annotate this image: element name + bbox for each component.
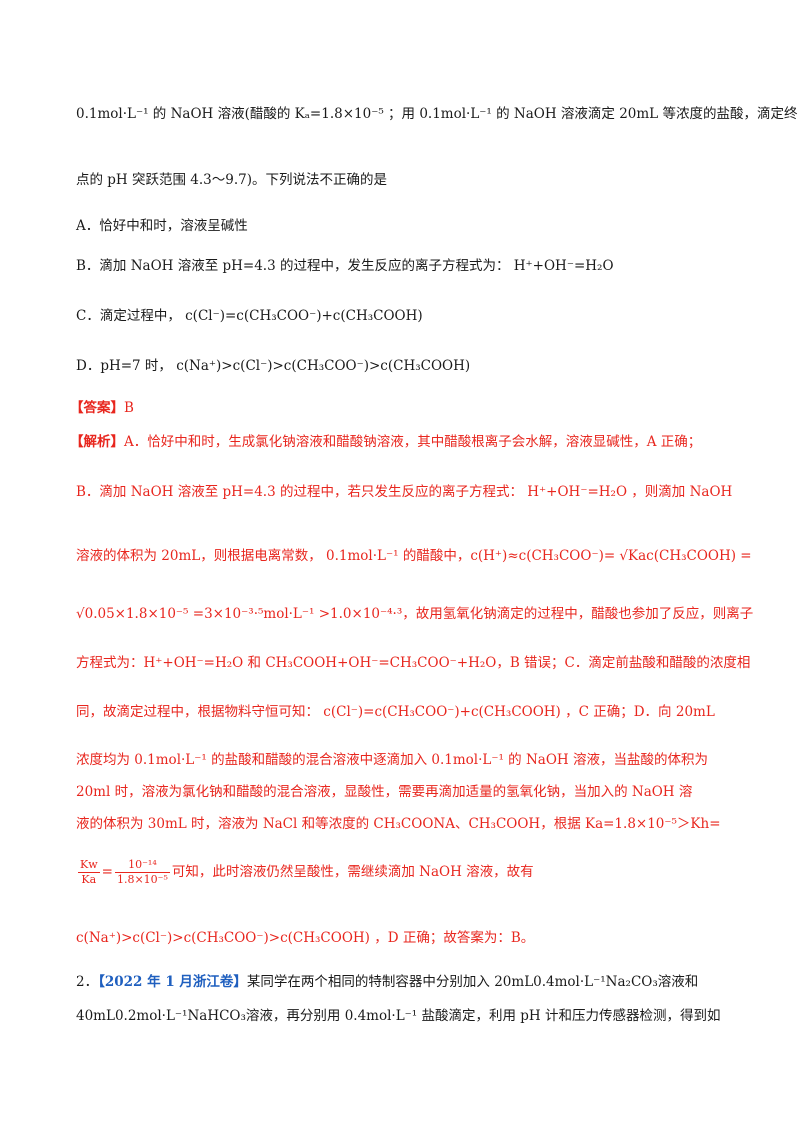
- analysis-line-6: 同，故滴定过程中，根据物料守恒可知： c(Cl⁻)=c(CH₃COO⁻)+c(C…: [76, 704, 715, 720]
- next-question-text-1: 某同学在两个相同的特制容器中分别加入 20mL0.4mol·L⁻¹Na₂CO₃溶…: [246, 974, 699, 990]
- question-source: 【2022 年 1 月浙江卷】: [98, 974, 247, 990]
- analysis-text-1: A．恰好中和时，生成氯化钠溶液和醋酸钠溶液，其中醋酸根离子会水解，溶液显碱性，A…: [124, 434, 702, 450]
- option-d: D．pH=7 时， c(Na⁺)>c(Cl⁻)>c(CH₃COO⁻)>c(CH₃…: [76, 358, 471, 374]
- analysis-line-11: c(Na⁺)>c(Cl⁻)>c(CH₃COO⁻)>c(CH₃COOH) ，D 正…: [76, 930, 535, 946]
- fraction-ka: Ka: [81, 873, 97, 886]
- fraction-value-den: 1.8×10⁻⁵: [116, 873, 168, 886]
- analysis-line-2: B．滴加 NaOH 溶液至 pH=4.3 的过程中，若只发生反应的离子方程式： …: [76, 484, 733, 500]
- analysis-text-10: 可知，此时溶液仍然呈酸性，需继续滴加 NaOH 溶液，故有: [171, 864, 534, 880]
- question-line-2: 点的 pH 突跃范围 4.3～9.7)。下列说法不正确的是: [76, 172, 387, 188]
- question-line-1: 0.1mol·L⁻¹ 的 NaOH 溶液(醋酸的 Kₐ=1.8×10⁻⁵ ；用 …: [76, 106, 798, 122]
- next-question-line-1: 2．【2022 年 1 月浙江卷】某同学在两个相同的特制容器中分别加入 20mL…: [76, 972, 736, 992]
- answer-tag: 【答案】: [70, 400, 124, 416]
- fraction-value: 10⁻¹⁴ 1.8×10⁻⁵: [114, 858, 170, 887]
- fraction-kw: Kw: [78, 858, 100, 873]
- option-b: B．滴加 NaOH 溶液至 pH=4.3 的过程中，发生反应的离子方程式为： H…: [76, 258, 614, 274]
- next-question-line-2: 40mL0.2mol·L⁻¹NaHCO₃溶液，再分别用 0.4mol·L⁻¹ 盐…: [76, 1008, 721, 1024]
- analysis-line-7: 浓度均为 0.1mol·L⁻¹ 的盐酸和醋酸的混合溶液中逐滴加入 0.1mol·…: [76, 752, 708, 768]
- answer-value: B: [124, 400, 134, 416]
- fraction-value-num: 10⁻¹⁴: [114, 858, 170, 873]
- fraction-kw-ka: Kw Ka: [78, 858, 100, 887]
- option-c: C．滴定过程中， c(Cl⁻)=c(CH₃COO⁻)+c(CH₃COOH): [76, 308, 423, 324]
- analysis-line-4: √0.05×1.8×10⁻⁵ =3×10⁻³·⁵mol·L⁻¹ >1.0×10⁻…: [76, 606, 754, 622]
- analysis-tag: 【解析】: [70, 434, 124, 450]
- answer-row: 【答案】B: [70, 398, 730, 418]
- question-number: 2．: [76, 974, 99, 990]
- analysis-line-8: 20ml 时，溶液为氯化钠和醋酸的混合溶液，显酸性，需要再滴加适量的氢氧化钠，当…: [76, 784, 693, 800]
- analysis-line-3: 溶液的体积为 20mL，则根据电离常数， 0.1mol·L⁻¹ 的醋酸中，c(H…: [76, 548, 752, 564]
- analysis-line-10: Kw Ka = 10⁻¹⁴ 1.8×10⁻⁵ 可知，此时溶液仍然呈酸性，需继续滴…: [78, 858, 534, 887]
- option-a: A．恰好中和时，溶液呈碱性: [76, 218, 248, 234]
- analysis-line-9: 液的体积为 30mL 时，溶液为 NaCl 和等浓度的 CH₃COONA、CH₃…: [76, 816, 721, 832]
- analysis-line-5: 方程式为：H⁺+OH⁻=H₂O 和 CH₃COOH+OH⁻=CH₃COO⁻+H₂…: [76, 655, 751, 671]
- analysis-line-1: 【解析】A．恰好中和时，生成氯化钠溶液和醋酸钠溶液，其中醋酸根离子会水解，溶液显…: [70, 432, 730, 452]
